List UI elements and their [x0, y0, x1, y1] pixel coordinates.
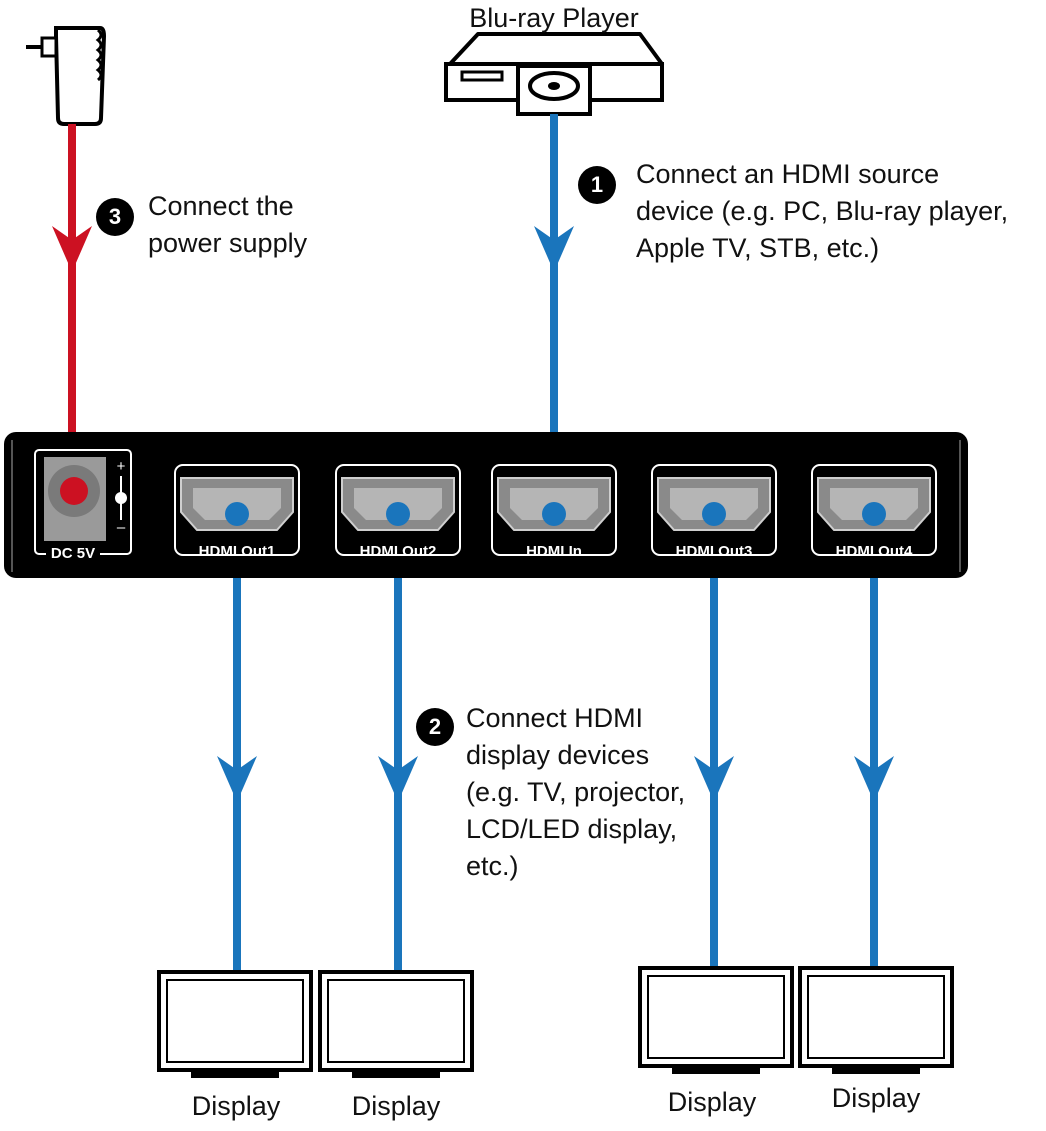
hdmi-port-out2: HDMI Out2 [335, 464, 461, 560]
step-3-line-1: Connect the [148, 191, 294, 221]
step-3-line-2: power supply [148, 228, 308, 258]
display-2-icon [318, 970, 474, 1078]
hdmi-out4-cable-arrow [854, 756, 894, 802]
hdmi-port-out3: HDMI Out3 [651, 464, 777, 560]
step-2-badge: 2 [416, 708, 454, 746]
polarity-minus-label: – [117, 519, 126, 536]
display-4-label: Display [831, 1083, 921, 1113]
port-connector-out1 [225, 502, 249, 526]
port-connector-out3 [702, 502, 726, 526]
hdmi-in-cable-arrow [534, 226, 574, 272]
display-3-icon [638, 966, 794, 1074]
port-label-out2: HDMI Out2 [360, 543, 437, 560]
hdmi-out2-cable-arrow [378, 756, 418, 802]
display-3-label: Display [667, 1087, 757, 1117]
step-2-line-5: etc.) [466, 851, 519, 881]
port-label-in: HDMI In [526, 543, 582, 560]
step-3-instructions: Connect the power supply [148, 188, 307, 262]
display-1-label: Display [191, 1091, 281, 1121]
port-connector-out4 [862, 502, 886, 526]
step-2-line-2: display devices [466, 740, 650, 770]
hdmi-port-out1: HDMI Out1 [174, 464, 300, 560]
step-2-line-4: LCD/LED display, [466, 814, 678, 844]
step-1-badge: 1 [578, 166, 616, 204]
blu-ray-player-label: Blu-ray Player [469, 3, 639, 33]
port-label-out4: HDMI Out4 [836, 543, 913, 560]
cables [52, 114, 894, 972]
dc-5v-port: DC 5V + – [34, 449, 132, 562]
step-1-line-3: Apple TV, STB, etc.) [636, 233, 880, 263]
hdmi-out1-cable-arrow [217, 756, 257, 802]
port-label-out1: HDMI Out1 [199, 543, 276, 560]
hdmi-port-out4: HDMI Out4 [811, 464, 937, 560]
power-cable-arrow [52, 226, 92, 272]
step-3-badge: 3 [96, 198, 134, 236]
display-1-icon [157, 970, 313, 1078]
hdmi-out3-cable-arrow [694, 756, 734, 802]
display-2-label: Display [351, 1091, 441, 1121]
dc-5v-label: DC 5V [51, 545, 95, 562]
step-1-instructions: Connect an HDMI source device (e.g. PC, B… [636, 156, 1008, 267]
step-2-line-1: Connect HDMI [466, 703, 644, 733]
step-1-line-2: device (e.g. PC, Blu-ray player, [636, 196, 1009, 226]
blu-ray-player-icon [444, 32, 664, 116]
hdmi-splitter: DC 5V + – HDMI Out1 HDMI Out2 HDMI In HDMI … [4, 432, 968, 578]
hdmi-port-in: HDMI In [491, 464, 617, 560]
power-adapter-icon [26, 26, 107, 126]
port-connector-out2 [386, 502, 410, 526]
step-2-line-3: (e.g. TV, projector, [466, 777, 686, 807]
port-label-out3: HDMI Out3 [676, 543, 753, 560]
polarity-plus-label: + [117, 458, 126, 475]
port-connector-in [542, 502, 566, 526]
step-1-line-1: Connect an HDMI source [636, 159, 940, 189]
step-2-instructions: Connect HDMI display devices (e.g. TV, pro… [466, 700, 685, 885]
display-4-icon [798, 966, 954, 1074]
